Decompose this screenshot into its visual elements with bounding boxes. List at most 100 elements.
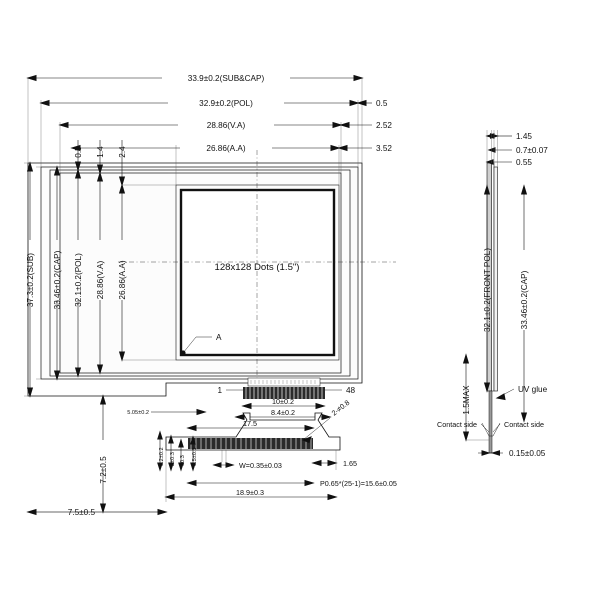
dim-7-2: 7.2±0.5 (99, 456, 108, 484)
arrow-capv-bot (53, 370, 61, 381)
dim-aa-vertical: 26.86(A.A) (118, 260, 127, 299)
offset-0-5: 0.5 (376, 99, 388, 108)
dim-front-pol: 32.1±0.2(FRONT POL) (483, 248, 492, 332)
arrow-10-right (315, 402, 326, 410)
arrow-015-right (490, 450, 500, 456)
arrow-pitch-right (304, 479, 315, 487)
dim-1-65: 1.65 (343, 459, 357, 468)
dim-side-cap: 33.46±0.2(CAP) (520, 270, 529, 329)
arrow-va-right (332, 121, 343, 129)
fpc-pad-row (188, 438, 313, 449)
arrow-189-right (327, 493, 338, 501)
arrow-3346-bot (520, 412, 528, 423)
chamfer-leader (302, 417, 331, 441)
fpc-pad-gaps (190, 438, 312, 449)
uv-glue-label: UV glue (518, 385, 548, 394)
dim-small-1: 3.2±0.2 (159, 447, 165, 466)
pin-number-first: 1 (217, 386, 222, 395)
dim-small-4: 0.5±0.3 (192, 447, 198, 466)
arrow-aa-right (330, 144, 341, 152)
top-dimensions-group: 33.9±0.2(SUB&CAP) 32.9±0.2(POL) 28.86(V.… (26, 74, 392, 185)
arrow-small-2b (168, 462, 174, 472)
side-contact-vee (481, 422, 501, 437)
dim-va: 28.86(V.A) (207, 121, 246, 130)
dim-10: 10±0.2 (272, 397, 294, 406)
detail-a-dot (180, 350, 186, 356)
dim-1-5-max: 1.5MAX (462, 385, 471, 415)
arrow-pol-left (39, 99, 50, 107)
arrow-small-4b (190, 462, 196, 472)
arrow-84-right (321, 413, 332, 421)
connector-outline (247, 377, 321, 387)
dot-matrix-label: 128x128 Dots (1.5") (215, 262, 300, 273)
top-offset-2-4: 2.4 (118, 146, 127, 158)
arrow-offset-252 (339, 121, 350, 129)
dim-chamfer: 2-≠0.8 (330, 398, 352, 418)
pad-strip-gaps (245, 387, 323, 399)
pin-number-last: 48 (346, 386, 356, 395)
dim-aa: 26.86(A.A) (206, 144, 245, 153)
dim-va-vertical: 28.86(V.A) (96, 261, 105, 300)
uv-glue-arrow (495, 393, 506, 401)
arrow-w-left (212, 462, 222, 468)
arrow-pitch-left (186, 479, 197, 487)
front-view-group: 128x128 Dots (1.5") A (27, 150, 396, 397)
dim-7-5: 7.5±0.5 (68, 508, 96, 517)
dim-0-55: 0.55 (516, 158, 532, 167)
fpc-small-vertical-dims: 3.2±0.2 2±0.3 ±0.3 0.5±0.3 (157, 430, 198, 472)
side-pol-layer (493, 166, 498, 392)
dim-17-5: 17.5 (243, 419, 257, 428)
arrow-505 (196, 408, 207, 416)
offset-2-52: 2.52 (376, 121, 392, 130)
arrow-subv-top (26, 161, 34, 172)
connector-teeth (250, 380, 316, 384)
top-offset-1-4: 1.4 (96, 146, 105, 158)
arrow-small-3a (178, 438, 184, 448)
arrow-small-4a (190, 435, 196, 445)
dim-pol-vertical: 32.1±0.2(POL) (74, 253, 83, 307)
pad-strip (243, 387, 325, 399)
arrow-va-left (58, 121, 69, 129)
arrow-sub-right (353, 74, 364, 82)
active-area-outline (179, 188, 336, 357)
contact-right-leader (492, 423, 501, 433)
detail-a-label: A (216, 333, 222, 342)
arrow-vav-bot (96, 364, 104, 375)
dim-5-05: 5.05±0.2 (127, 410, 149, 416)
arrow-15max-bot (462, 431, 470, 442)
arrow-165-left (311, 459, 322, 467)
arrow-175-left (186, 424, 197, 432)
arrow-75-left (26, 508, 37, 516)
arrow-72-bot (99, 503, 107, 514)
active-area-frame (175, 184, 340, 361)
arrow-321-top (483, 184, 491, 195)
arrow-vav-top (96, 171, 104, 182)
arrow-84-left (234, 413, 245, 421)
arrow-3346-top (520, 184, 528, 195)
arrow-top-14 (96, 164, 104, 175)
arrow-capv-top (53, 165, 61, 176)
dim-18-9: 18.9±0.3 (236, 488, 264, 497)
arrow-polv-top (74, 168, 82, 179)
fpc-detail-group: 1 48 10±0.2 8.4±0.2 (127, 377, 397, 502)
dim-small-2: 2±0.3 (170, 452, 176, 466)
arrow-15max-top (462, 353, 470, 364)
dim-sub-cap: 33.9±0.2(SUB&CAP) (188, 74, 265, 83)
arrow-sub-left (26, 74, 37, 82)
dim-0-15: 0.15±0.05 (509, 449, 546, 458)
dim-pol: 32.9±0.2(POL) (199, 99, 253, 108)
arrow-aav-top (118, 183, 126, 194)
arrow-72-top (99, 394, 107, 405)
arrow-189-left (164, 493, 175, 501)
dim-0-7: 0.7±0.07 (516, 146, 548, 155)
arrow-top-24 (118, 176, 126, 187)
arrow-subv-bot (26, 387, 34, 398)
dim-1-45: 1.45 (516, 132, 532, 141)
arrow-aav-bot (118, 351, 126, 362)
top-offset-0-5: 0.5 (74, 146, 83, 158)
dim-8-4: 8.4±0.2 (271, 408, 295, 417)
dim-pitch: P0.65*(25-1)=15.6±0.05 (320, 479, 397, 488)
left-dimensions-group: 37.3±0.2(SUB) 33.46±0.2(CAP) 32.1±0.2(PO… (24, 140, 176, 398)
arrow-175-right (304, 424, 315, 432)
